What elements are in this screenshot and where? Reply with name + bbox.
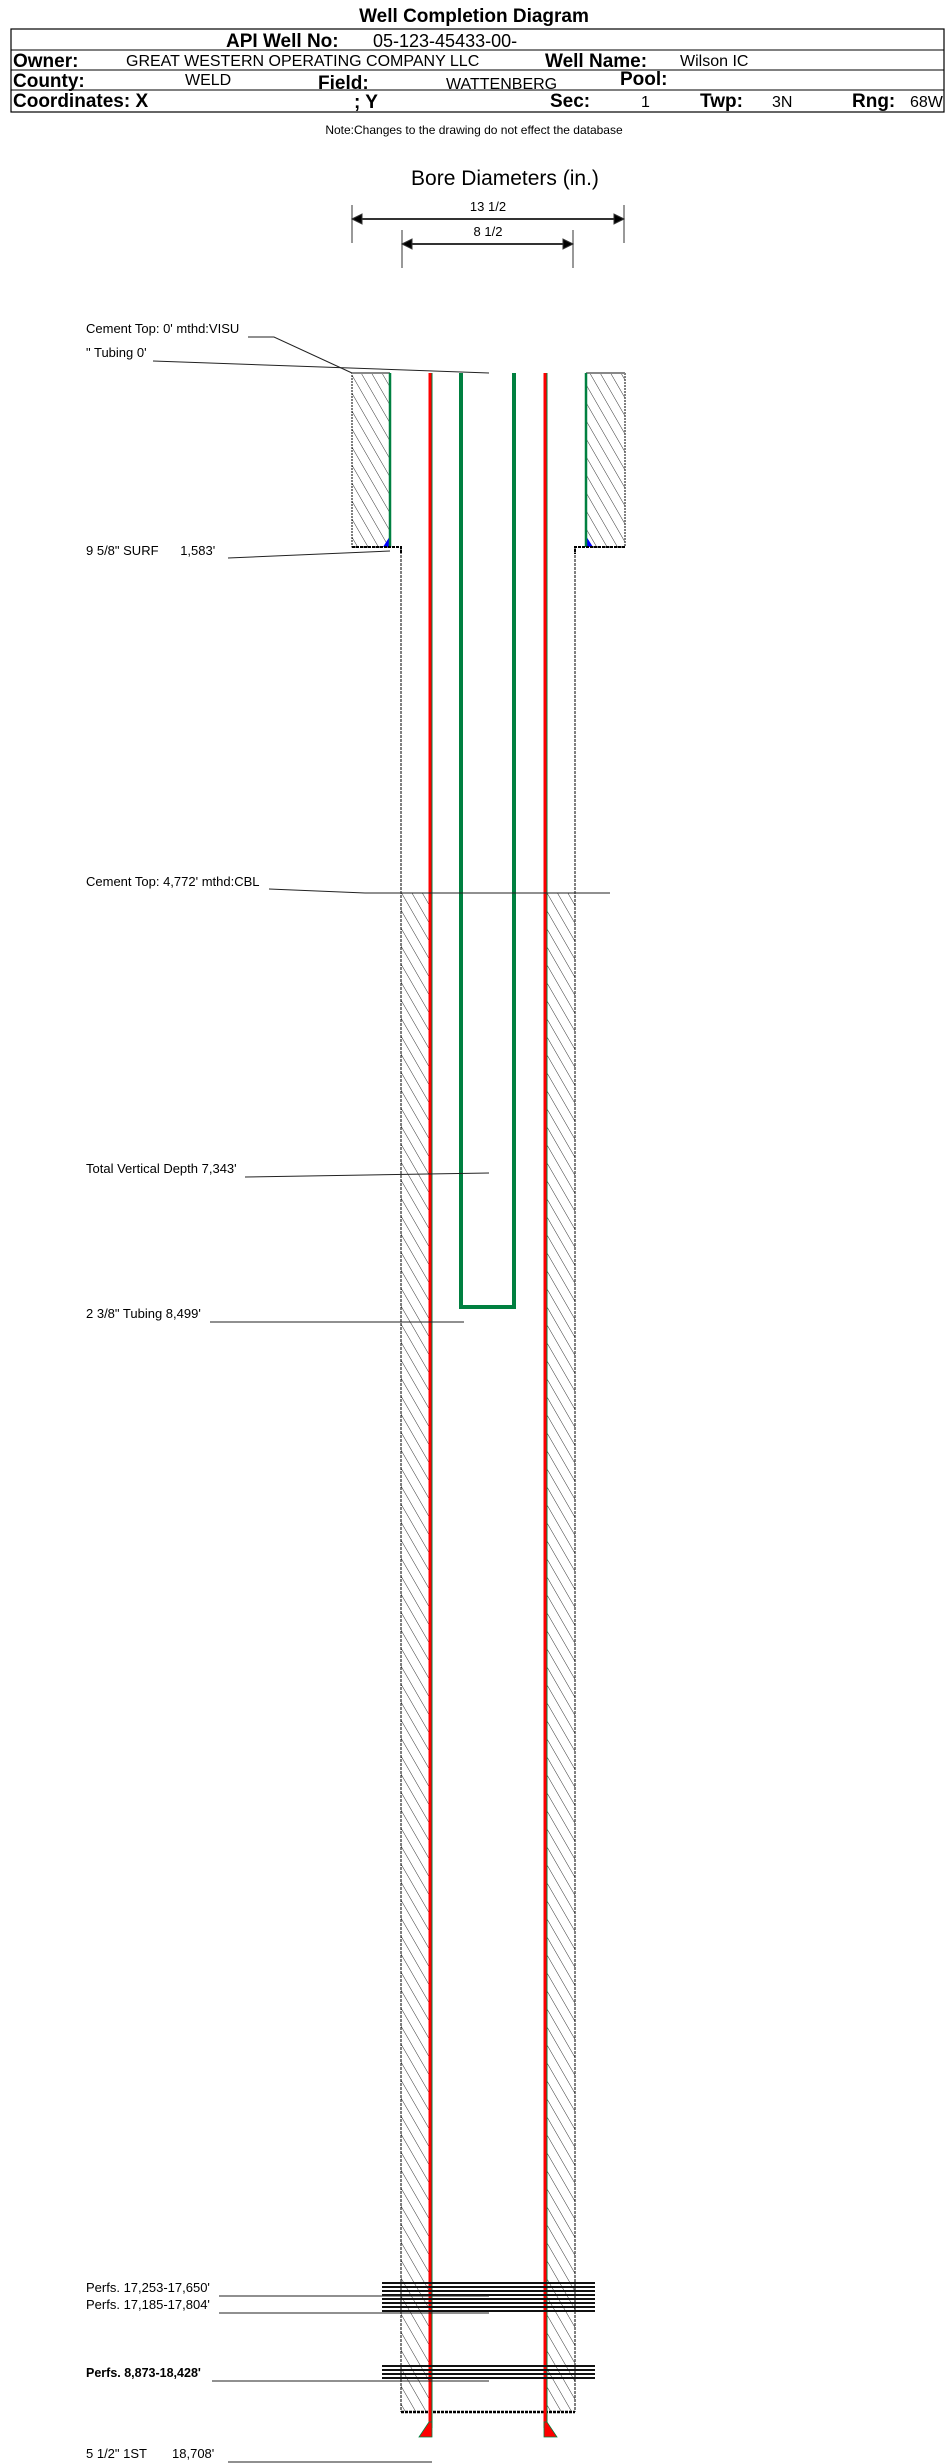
- production-casing: [418, 373, 558, 2438]
- twp-value: 3N: [772, 94, 792, 111]
- field-label: Field:: [318, 73, 369, 94]
- sec-label: Sec:: [550, 91, 590, 112]
- perf-label-2: Perfs. 17,185-17,804': [86, 2297, 210, 2312]
- county-value: WELD: [185, 72, 231, 89]
- note-text: Note:Changes to the drawing do not effec…: [325, 123, 623, 137]
- twp-label: Twp:: [700, 91, 743, 112]
- field-value: WATTENBERG: [446, 76, 557, 93]
- owner-value: GREAT WESTERN OPERATING COMPANY LLC: [126, 53, 479, 70]
- sec-value: 1: [641, 94, 650, 111]
- perforations-lower: [382, 2365, 595, 2379]
- perf-label-3: Perfs. 8,873-18,428': [86, 2366, 201, 2380]
- perf-label-1: Perfs. 17,253-17,650': [86, 2280, 210, 2295]
- production-hole: [400, 547, 576, 2414]
- total-vertical-depth-label: Total Vertical Depth 7,343': [86, 1161, 237, 1176]
- api-value: 05-123-45433-00-: [373, 31, 517, 51]
- outer-diameter-label: 13 1/2: [470, 199, 506, 214]
- inner-diameter-label: 8 1/2: [474, 224, 503, 239]
- outer-diameter-dimension: [350, 205, 626, 243]
- cement-top-production-label: Cement Top: 4,772' mthd:CBL: [86, 874, 260, 889]
- bore-diameters-title: Bore Diameters (in.): [411, 167, 599, 190]
- rng-label: Rng:: [852, 91, 895, 112]
- tubing-depth-label: 2 3/8" Tubing 8,499': [86, 1306, 201, 1321]
- pool-label: Pool:: [620, 69, 668, 90]
- well-name-label: Well Name:: [545, 51, 647, 72]
- casing-shoe-left: [418, 2421, 433, 2438]
- production-casing-label: 5 1/2" 1ST 18,708': [86, 2446, 214, 2461]
- perforations-upper: [382, 2282, 595, 2312]
- inner-diameter-dimension: [400, 230, 575, 268]
- county-label: County:: [13, 71, 85, 92]
- y-label: ; Y: [354, 92, 378, 113]
- surface-shoe-right: [586, 536, 593, 547]
- page-title: Well Completion Diagram: [359, 6, 589, 27]
- owner-label: Owner:: [13, 51, 78, 72]
- well-name-value: Wilson IC: [680, 53, 748, 70]
- leader-lines: [152, 336, 610, 2463]
- header-table: [10, 28, 945, 113]
- api-label: API Well No:: [226, 31, 339, 52]
- casing-shoe-right: [543, 2421, 558, 2438]
- coordinates-label: Coordinates: X: [13, 91, 148, 112]
- surface-hole: [351, 372, 626, 554]
- cement-top-surface-label: Cement Top: 0' mthd:VISU: [86, 321, 239, 336]
- tubing-top-label: " Tubing 0': [86, 345, 147, 360]
- surface-casing-label: 9 5/8" SURF 1,583': [86, 543, 215, 558]
- tubing: [459, 373, 516, 1309]
- surface-shoe-left: [383, 536, 390, 547]
- rng-value: 68W: [910, 94, 944, 111]
